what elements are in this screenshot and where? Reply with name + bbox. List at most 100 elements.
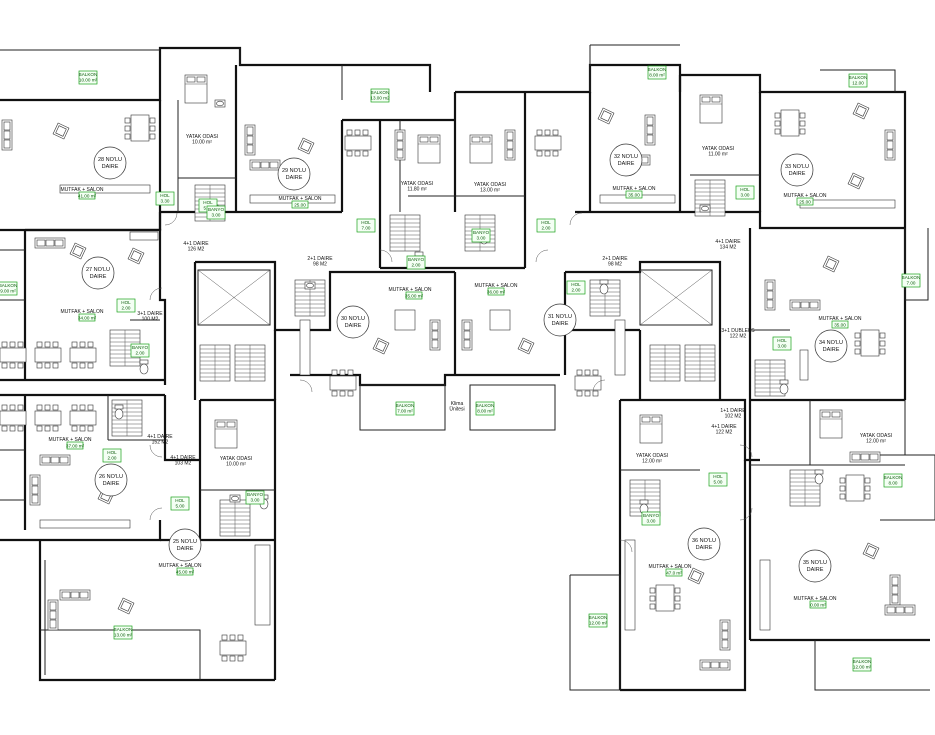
room-label: 4+1 DAIRE: [147, 434, 173, 440]
room-label: YATAK ODASI: [474, 182, 506, 188]
area-tag-text: 12.00 m²: [589, 621, 608, 626]
unit-31-circle: 31 NO'LU DAIRE: [543, 303, 577, 337]
svg-text:36.00 m²: 36.00 m²: [487, 290, 506, 295]
area-tag-text: 2.00: [108, 456, 117, 461]
area-tag-text: HOL: [160, 193, 170, 198]
area-tag-text: BANYO: [643, 513, 660, 518]
room-label: 152 M2: [152, 440, 169, 446]
svg-text:35.00: 35.00: [834, 323, 846, 328]
area-tag-text: 13.00 m2: [370, 96, 390, 101]
svg-text:MUTFAK + SALON: MUTFAK + SALON: [784, 193, 827, 199]
area-tag-text: 9.00 m²: [0, 289, 16, 294]
svg-text:DAIRE: DAIRE: [177, 546, 194, 552]
svg-text:35.00: 35.00: [628, 193, 640, 198]
area-tag-text: BALKON: [853, 659, 872, 664]
svg-text:25.00: 25.00: [799, 200, 811, 205]
svg-text:25.00: 25.00: [294, 203, 306, 208]
svg-text:DAIRE: DAIRE: [618, 161, 635, 167]
area-tag-text: HOL: [571, 282, 581, 287]
room-label: 3+1 DUBLEKS: [721, 328, 755, 334]
elevator-left: [197, 269, 271, 326]
area-tag-text: BALKON: [79, 72, 98, 77]
svg-text:DAIRE: DAIRE: [696, 545, 713, 551]
svg-text:MUTFAK + SALON: MUTFAK + SALON: [475, 283, 518, 289]
area-tag-text: HOL: [541, 220, 551, 225]
area-tag-text: BALKON: [114, 627, 133, 632]
svg-text:MUTFAK + SALON: MUTFAK + SALON: [819, 316, 862, 322]
area-tag-text: 2.00: [136, 351, 145, 356]
svg-text:32 NO'LU: 32 NO'LU: [614, 154, 638, 160]
room-label: 10.00 m²: [192, 140, 212, 146]
svg-text:26 NO'LU: 26 NO'LU: [99, 474, 123, 480]
area-tag-text: 7.00 m²: [397, 409, 413, 414]
area-tag-text: 3.00: [251, 498, 260, 503]
area-tag-text: 7.00: [907, 281, 916, 286]
room-label: 12.00 m²: [866, 439, 886, 445]
exterior-walls: [0, 44, 935, 692]
area-tag-text: BALKON: [396, 403, 415, 408]
room-label: YATAK ODASI: [401, 181, 433, 187]
room-label: 4+1 DAIRE: [715, 239, 741, 245]
room-label: 102 M2: [725, 414, 742, 420]
svg-text:DAIRE: DAIRE: [552, 321, 569, 327]
area-tag-text: BALKON: [0, 283, 17, 288]
room-label: 11.00 m²: [708, 152, 728, 158]
svg-text:DAIRE: DAIRE: [789, 171, 806, 177]
room-label: 2+1 DAIRE: [602, 256, 628, 262]
living-room-labels: MUTFAK + SALON 41.00 m² MUTFAK + SALON 2…: [49, 186, 862, 609]
area-tag-text: 5.00: [176, 504, 185, 509]
area-tag-text: HOL: [740, 187, 750, 192]
unit-34-circle: 34 NO'LU DAIRE: [814, 329, 848, 363]
unit-29-circle: 29 NO'LU DAIRE: [277, 157, 311, 191]
room-label: 4+1 DAIRE: [183, 241, 209, 247]
room-label: 3+1 DAIRE: [137, 311, 163, 317]
room-label: YATAK ODASI: [860, 433, 892, 439]
svg-text:MUTFAK + SALON: MUTFAK + SALON: [389, 287, 432, 293]
area-tag-text: BALKON: [902, 275, 921, 280]
svg-text:DAIRE: DAIRE: [103, 481, 120, 487]
svg-text:DAIRE: DAIRE: [286, 175, 303, 181]
room-label: 98 M2: [313, 262, 327, 268]
svg-text:35.00 m²: 35.00 m²: [405, 294, 424, 299]
area-tag-text: 3.30: [161, 199, 170, 204]
svg-text:31 NO'LU: 31 NO'LU: [548, 314, 572, 320]
room-label: 98 M2: [608, 262, 622, 268]
area-tag-text: 5.00: [714, 480, 723, 485]
svg-text:MUTFAK + SALON: MUTFAK + SALON: [279, 196, 322, 202]
svg-text:35 NO'LU: 35 NO'LU: [803, 560, 827, 566]
svg-text:MUTFAK + SALON: MUTFAK + SALON: [794, 596, 837, 602]
unit-27-circle: 27 NO'LU DAIRE: [81, 256, 115, 290]
svg-text:MUTFAK + SALON: MUTFAK + SALON: [61, 187, 104, 193]
area-tag-text: 12.00 m²: [853, 665, 872, 670]
svg-text:DAIRE: DAIRE: [102, 164, 119, 170]
area-tag-text: HOL: [361, 220, 371, 225]
area-tag-text: BANYO: [408, 257, 425, 262]
svg-text:DAIRE: DAIRE: [345, 323, 362, 329]
room-label: 122 M2: [716, 430, 733, 436]
area-tag-text: BALKON: [371, 90, 390, 95]
area-tag-text: 8.00 m²: [477, 409, 493, 414]
svg-text:DAIRE: DAIRE: [90, 274, 107, 280]
area-tag-text: BANYO: [208, 207, 225, 212]
room-label: 100 M2: [142, 317, 159, 323]
room-label: 1+1 DAIRE: [720, 408, 746, 414]
svg-text:MUTFAK + SALON: MUTFAK + SALON: [613, 186, 656, 192]
